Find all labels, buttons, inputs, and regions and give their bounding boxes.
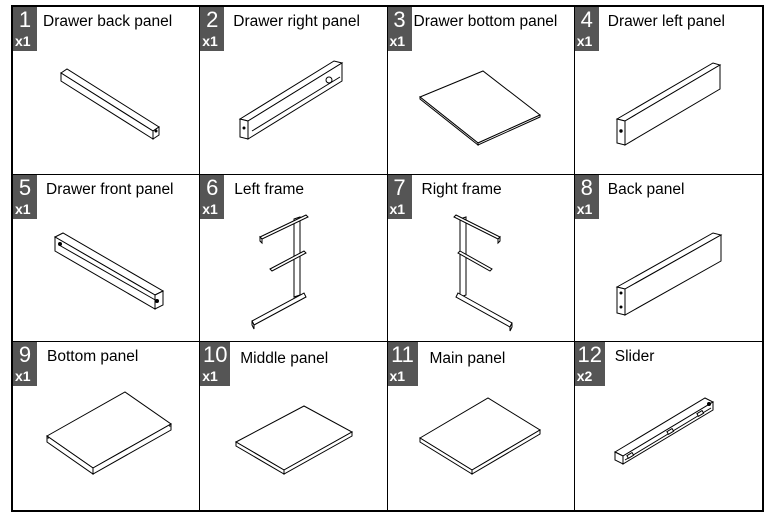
slider-illustration: [613, 397, 714, 466]
part-cell-8: 8 x1 Back panel: [574, 174, 762, 343]
part-name: Middle panel: [240, 350, 329, 368]
part-name: Right frame: [421, 180, 502, 198]
part-quantity: x1: [576, 33, 593, 49]
part-cell-12: 12 x2 Slider: [574, 342, 762, 510]
part-number: 2: [206, 7, 219, 32]
part-name: Left frame: [234, 180, 305, 198]
back-panel-illustration: [615, 232, 723, 316]
part-number: 3: [393, 7, 406, 32]
part-number: 10: [203, 342, 228, 368]
part-number-badge: 6 x1: [200, 174, 225, 219]
part-name: Main panel: [429, 350, 506, 368]
part-quantity: x1: [202, 33, 218, 49]
part-number: 11: [391, 342, 414, 368]
part-number-badge: 7 x1: [387, 174, 412, 219]
part-number-badge: 5 x1: [13, 174, 37, 219]
main-panel-illustration: [418, 397, 541, 476]
part-quantity: x1: [202, 200, 218, 217]
part-cell-3: 3 x1 Drawer bottom panel: [387, 7, 575, 175]
part-name: Drawer back panel: [43, 13, 173, 30]
part-cell-10: 10 x1 Middle panel: [200, 342, 388, 510]
part-number-badge: 4 x1: [574, 7, 599, 51]
part-number: 6: [206, 174, 219, 200]
part-cell-9: 9 x1 Bottom panel: [13, 342, 201, 510]
part-cell-2: 2 x1 Drawer right panel: [200, 7, 388, 175]
part-cell-4: 4 x1 Drawer left panel: [574, 7, 762, 175]
part-number-badge: 11 x1: [387, 342, 418, 387]
part-number: 7: [393, 174, 406, 200]
part-cell-7: 7 x1 Right frame: [387, 174, 575, 343]
part-name: Bottom panel: [47, 348, 139, 366]
part-quantity: x1: [15, 33, 31, 49]
part-number-badge: 9 x1: [13, 342, 37, 387]
part-number: 8: [580, 174, 593, 200]
part-quantity: x1: [389, 368, 406, 385]
part-name: Drawer bottom panel: [413, 13, 558, 30]
part-number-badge: 10 x1: [200, 342, 231, 387]
drawer-left-panel-illustration: [615, 62, 722, 146]
part-quantity: x1: [576, 200, 593, 217]
drawer-back-panel-illustration: [60, 68, 160, 140]
part-name: Drawer right panel: [233, 13, 360, 30]
part-quantity: x1: [389, 200, 406, 217]
part-quantity: x1: [389, 33, 406, 49]
part-number: 9: [18, 342, 32, 368]
part-number-badge: 1 x1: [13, 7, 37, 51]
part-quantity: x1: [15, 200, 31, 217]
drawer-right-panel-illustration: [238, 60, 344, 140]
part-name: Drawer left panel: [607, 13, 725, 30]
part-number-badge: 8 x1: [574, 174, 599, 219]
right-frame-illustration: [452, 214, 513, 331]
part-quantity: x1: [15, 368, 31, 385]
part-name: Drawer front panel: [46, 180, 174, 198]
part-number: 12: [577, 342, 602, 368]
part-cell-1: 1 x1 Drawer back panel: [13, 7, 201, 175]
part-cell-6: 6 x1 Left frame: [200, 174, 388, 343]
bottom-panel-illustration: [46, 391, 172, 476]
drawer-bottom-panel-illustration: [418, 70, 541, 147]
part-number-badge: 3 x1: [387, 7, 412, 51]
part-number-badge: 2 x1: [200, 7, 225, 51]
part-cell-11: 11 x1 Main panel: [387, 342, 575, 510]
part-number: 5: [18, 174, 32, 200]
part-quantity: x1: [202, 368, 218, 385]
middle-panel-illustration: [235, 405, 354, 476]
drawer-front-panel-illustration: [53, 232, 165, 310]
part-cell-5: 5 x1 Drawer front panel: [13, 174, 201, 343]
part-number-badge: 12 x2: [574, 342, 605, 387]
part-name: Slider: [614, 348, 655, 366]
parts-list-grid: 1 x1 Drawer back panel 2 x1 Drawer right…: [11, 5, 764, 512]
part-number: 1: [18, 7, 32, 32]
part-quantity: x2: [576, 368, 593, 385]
part-name: Back panel: [607, 180, 685, 198]
part-number: 4: [580, 7, 593, 32]
left-frame-illustration: [251, 214, 310, 329]
